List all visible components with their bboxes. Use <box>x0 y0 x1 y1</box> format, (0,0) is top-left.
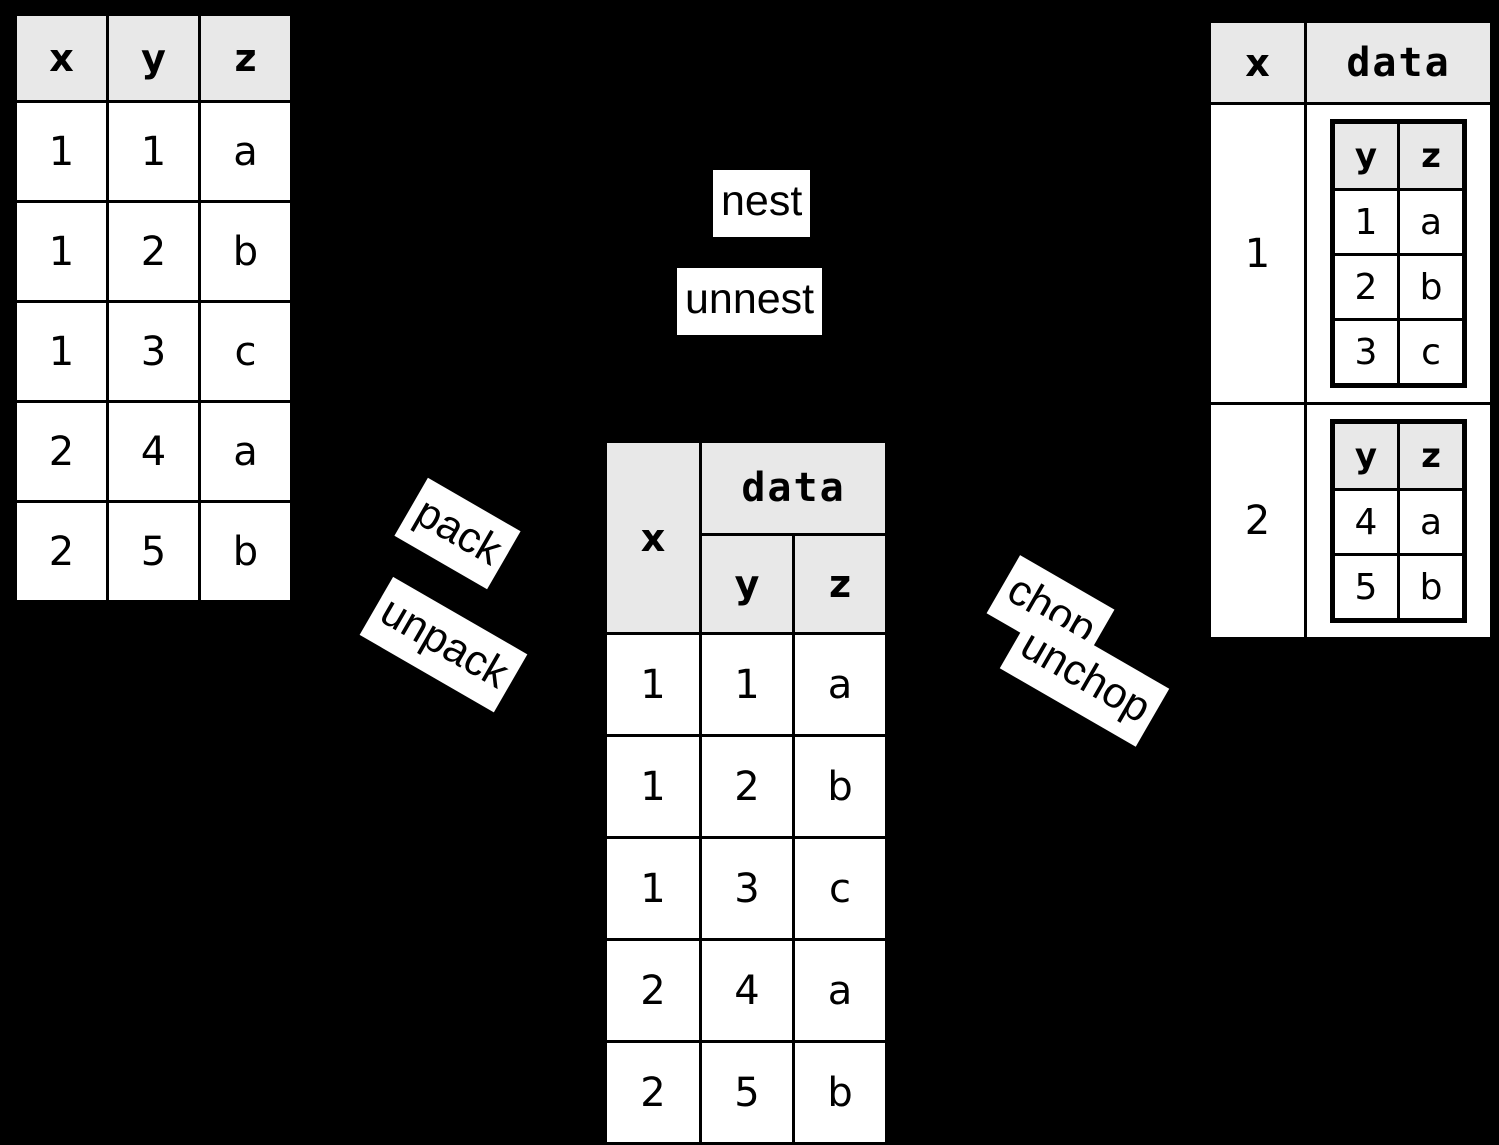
cell-z: b <box>198 500 293 603</box>
flat-col-header-x: x <box>14 13 109 103</box>
cell-z: c <box>791 836 889 941</box>
nested-col-header-x: x <box>1208 20 1307 105</box>
cell-y: 1 <box>106 100 201 203</box>
nested-col-header-data: data <box>1304 20 1493 105</box>
cell-z: a <box>791 632 889 737</box>
sub-col-header-y: y <box>1332 421 1400 491</box>
subtable-row: 1 a <box>1332 188 1465 256</box>
flat-table: x y z 1 1 a 1 2 b 1 3 c 2 4 a 2 5 b <box>14 13 293 603</box>
subtable-row: 4 a <box>1332 488 1465 556</box>
cell-x: 1 <box>14 100 109 203</box>
cell-z: c <box>198 300 293 403</box>
cell-z: b <box>198 200 293 303</box>
cell-x: 1 <box>14 300 109 403</box>
table-row: 2 5 b <box>604 1040 889 1145</box>
flat-col-header-y: y <box>106 13 201 103</box>
sub-cell-y: 1 <box>1332 188 1400 256</box>
cell-x: 1 <box>604 734 702 839</box>
sub-cell-z: a <box>1397 188 1465 256</box>
operation-label-unpack: unpack <box>359 576 528 713</box>
packed-group-header-data: data <box>698 440 889 536</box>
cell-x: 1 <box>604 632 702 737</box>
cell-x: 2 <box>14 400 109 503</box>
cell-y: 5 <box>699 1040 795 1145</box>
table-row: 2 4 a <box>604 938 889 1043</box>
table-row: 2 y z 4 a 5 <box>1208 402 1493 640</box>
cell-y: 5 <box>106 500 201 603</box>
cell-z: b <box>791 1040 889 1145</box>
packed-col-header-x: x <box>604 440 702 635</box>
cell-y: 4 <box>106 400 201 503</box>
subtable-header-row: y z <box>1332 421 1465 491</box>
cell-x: 2 <box>1208 402 1307 640</box>
cell-y: 2 <box>106 200 201 303</box>
cell-z: a <box>791 938 889 1043</box>
cell-y: 3 <box>106 300 201 403</box>
operation-label-nest: nest <box>713 170 811 237</box>
sub-cell-z: a <box>1397 488 1465 556</box>
cell-nested-data: y z 4 a 5 b <box>1304 402 1493 640</box>
sub-cell-y: 2 <box>1332 253 1400 321</box>
nested-table-header-row: x data <box>1208 20 1493 105</box>
cell-z: b <box>791 734 889 839</box>
cell-x: 2 <box>14 500 109 603</box>
cell-x: 1 <box>14 200 109 303</box>
subtable-row: 3 c <box>1332 318 1465 386</box>
sub-cell-z: c <box>1397 318 1465 386</box>
sub-cell-y: 4 <box>1332 488 1400 556</box>
table-row: 1 3 c <box>14 300 293 403</box>
subtable-header-row: y z <box>1332 121 1465 191</box>
sub-cell-y: 3 <box>1332 318 1400 386</box>
sub-col-header-y: y <box>1332 121 1400 191</box>
sub-cell-z: b <box>1397 253 1465 321</box>
subtable-row: 2 b <box>1332 253 1465 321</box>
cell-z: a <box>198 100 293 203</box>
table-row: 1 2 b <box>14 200 293 303</box>
sub-cell-y: 5 <box>1332 553 1400 621</box>
packed-table-sub-header-row: y z <box>606 533 889 635</box>
cell-x: 1 <box>604 836 702 941</box>
packed-table-group-header-row: x data <box>604 440 889 635</box>
operation-label-pack: pack <box>394 477 521 590</box>
sub-col-header-z: z <box>1397 421 1465 491</box>
table-row: 1 3 c <box>604 836 889 941</box>
packed-col-header-y: y <box>699 533 795 635</box>
packed-table: x data y z 1 1 a 1 2 b 1 3 c 2 4 a 2 <box>604 440 889 1145</box>
table-row: 1 2 b <box>604 734 889 839</box>
cell-y: 4 <box>699 938 795 1043</box>
cell-y: 3 <box>699 836 795 941</box>
subtable-row: 5 b <box>1332 553 1465 621</box>
nested-subtable: y z 4 a 5 b <box>1330 419 1467 623</box>
cell-x: 2 <box>604 1040 702 1145</box>
table-row: 1 y z 1 a 2 <box>1208 102 1493 405</box>
sub-col-header-z: z <box>1397 121 1465 191</box>
table-row: 2 4 a <box>14 400 293 503</box>
cell-x: 1 <box>1208 102 1307 405</box>
flat-col-header-z: z <box>198 13 293 103</box>
nested-table: x data 1 y z 1 a <box>1208 20 1493 640</box>
cell-z: a <box>198 400 293 503</box>
packed-col-header-z: z <box>791 533 889 635</box>
operation-label-unnest: unnest <box>677 268 823 335</box>
table-row: 1 1 a <box>604 632 889 737</box>
cell-x: 2 <box>604 938 702 1043</box>
sub-cell-z: b <box>1397 553 1465 621</box>
cell-nested-data: y z 1 a 2 b 3 <box>1304 102 1493 405</box>
table-row: 2 5 b <box>14 500 293 603</box>
flat-table-header-row: x y z <box>14 13 293 103</box>
cell-y: 1 <box>699 632 795 737</box>
nested-subtable: y z 1 a 2 b 3 <box>1330 119 1467 388</box>
cell-y: 2 <box>699 734 795 839</box>
table-row: 1 1 a <box>14 100 293 203</box>
